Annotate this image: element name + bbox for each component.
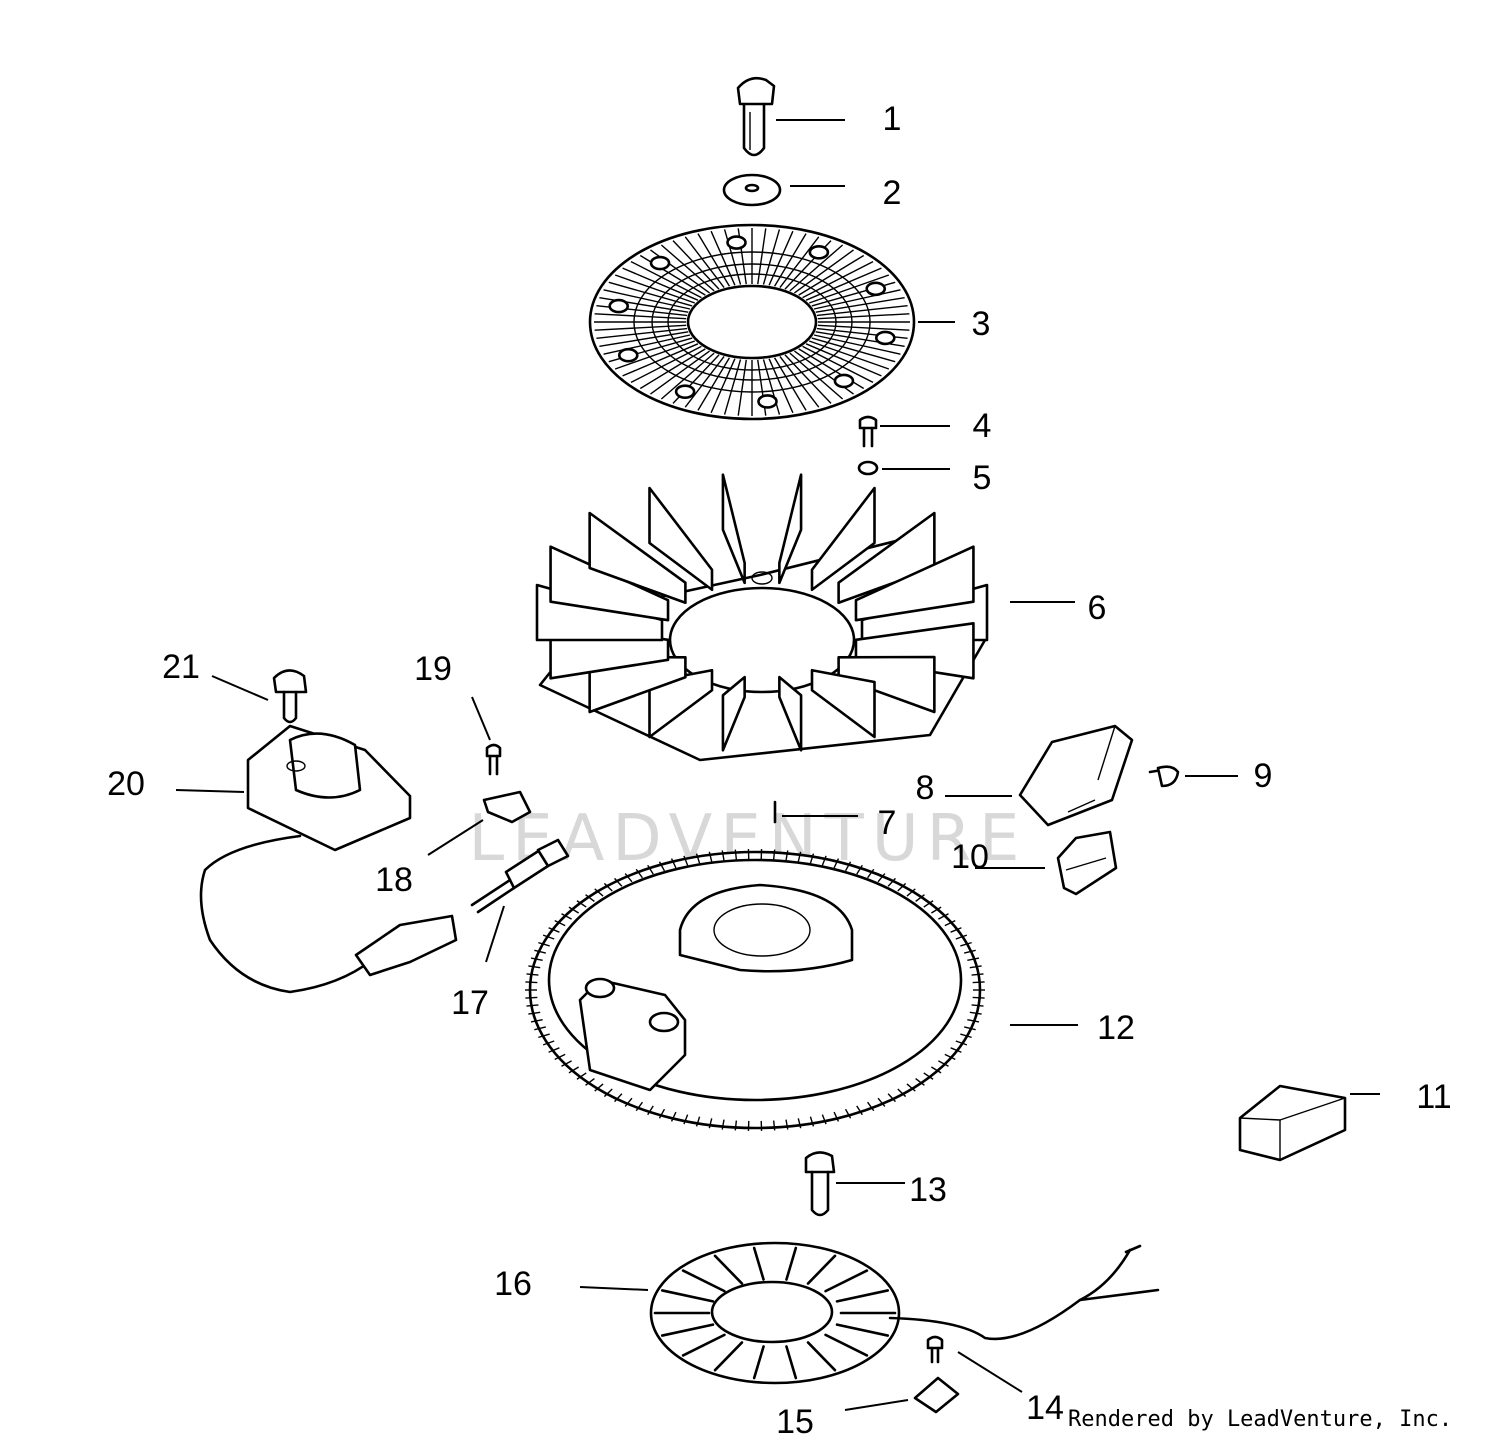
part-9-screw[interactable] <box>1148 765 1180 788</box>
callout-19: 19 <box>414 650 452 688</box>
callout-4: 4 <box>973 407 992 445</box>
callout-18: 18 <box>375 861 413 899</box>
callout-15: 15 <box>776 1403 814 1440</box>
callout-labels: 1 2 3 4 5 6 7 8 9 10 11 12 13 14 15 16 1… <box>107 100 1452 1440</box>
part-18-clip[interactable] <box>482 790 532 824</box>
credit-text: Rendered by LeadVenture, Inc. <box>1068 1407 1452 1432</box>
part-12-flywheel[interactable] <box>525 849 985 1131</box>
part-3-screen[interactable] <box>588 223 916 421</box>
callout-16: 16 <box>494 1265 532 1303</box>
callout-5: 5 <box>973 459 992 497</box>
part-10-magnet[interactable] <box>1056 830 1118 896</box>
callout-2: 2 <box>883 174 902 212</box>
callout-6: 6 <box>1088 589 1107 627</box>
leader-lines <box>175 119 1380 1411</box>
part-13-bolt[interactable] <box>804 1151 836 1217</box>
callout-3: 3 <box>972 305 991 343</box>
part-21-screw[interactable] <box>272 669 308 724</box>
callout-14: 14 <box>1026 1389 1064 1427</box>
part-2-washer[interactable] <box>722 173 782 207</box>
part-8-magnet[interactable] <box>1018 724 1134 827</box>
part-20-ignition-module[interactable] <box>199 724 458 994</box>
callout-7: 7 <box>878 804 897 842</box>
callout-12: 12 <box>1097 1009 1135 1047</box>
callout-21: 21 <box>162 648 200 686</box>
callout-9: 9 <box>1254 757 1273 795</box>
part-19-screw[interactable] <box>485 743 502 776</box>
part-11-module[interactable] <box>1238 1084 1347 1162</box>
part-17-terminal[interactable] <box>470 838 570 914</box>
part-16-stator[interactable] <box>649 1241 1160 1385</box>
callout-10: 10 <box>951 838 989 876</box>
part-4-screw[interactable] <box>858 415 878 448</box>
part-5-washer[interactable] <box>857 460 879 476</box>
callout-1: 1 <box>883 100 902 138</box>
part-14-screw[interactable] <box>926 1335 944 1364</box>
callout-20: 20 <box>107 765 145 803</box>
callout-17: 17 <box>451 984 489 1022</box>
callout-13: 13 <box>909 1171 947 1209</box>
part-1-bolt[interactable] <box>736 76 776 157</box>
part-6-blower-fan[interactable] <box>535 473 989 762</box>
callout-8: 8 <box>916 769 935 807</box>
callout-11: 11 <box>1416 1078 1451 1116</box>
part-15-clip[interactable] <box>913 1376 960 1414</box>
